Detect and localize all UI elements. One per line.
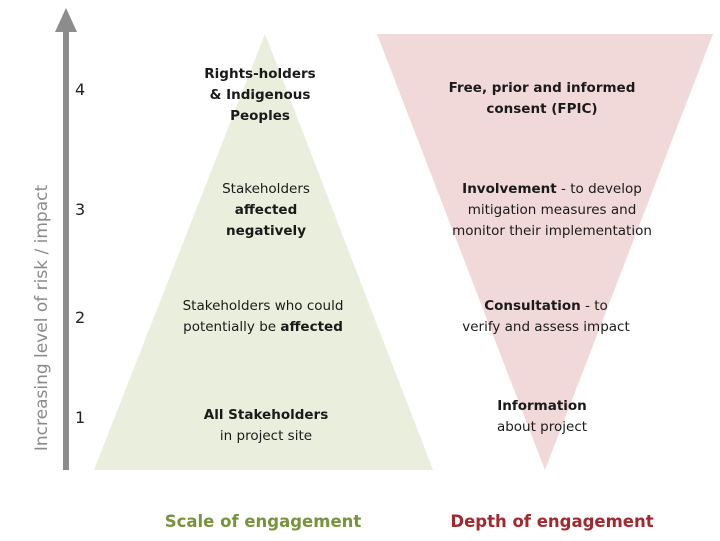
pyramid-level-3-line3: negatively: [225, 223, 306, 239]
pyramid-level-3-line1: Stakeholders: [222, 181, 310, 197]
pyramid-level-2-line2: potentially be affected: [143, 317, 383, 338]
level-number-3: 3: [75, 200, 86, 219]
level-number-1: 1: [75, 408, 86, 427]
scale-of-engagement-title: Scale of engagement: [164, 512, 362, 531]
pyramid-level-2: Stakeholders who could potentially be af…: [143, 296, 383, 338]
inverted-level-3-title: Involvement: [462, 181, 557, 197]
engagement-pyramid: [94, 34, 433, 470]
inverted-level-4-line1: Free, prior and informed: [448, 80, 636, 96]
inverted-level-1-line1: Information: [497, 398, 587, 414]
inverted-level-3-rest: - to develop: [556, 181, 642, 197]
pyramid-level-4-line2: & Indigenous: [209, 87, 311, 103]
pyramid-level-3-line2: affected: [234, 202, 298, 218]
pyramid-level-4-line1: Rights-holders: [204, 66, 316, 82]
engagement-inverted-pyramid: [377, 34, 713, 470]
inverted-level-2: Consultation - to verify and assess impa…: [426, 296, 666, 338]
inverted-level-3-line2: mitigation measures and: [467, 202, 637, 218]
risk-axis-label: Increasing level of risk / impact: [32, 184, 52, 452]
pyramid-level-4: Rights-holders & Indigenous Peoples: [160, 64, 360, 127]
level-number-2: 2: [75, 308, 86, 327]
inverted-level-2-line2: verify and assess impact: [462, 319, 630, 335]
risk-axis-arrowhead-icon: [55, 8, 77, 32]
inverted-level-3-line3: monitor their implementation: [452, 223, 652, 239]
pyramid-level-2-line1: Stakeholders who could: [182, 298, 344, 314]
depth-of-engagement-title: Depth of engagement: [450, 512, 654, 531]
inverted-level-1-line2: about project: [496, 419, 588, 435]
inverted-level-2-line1: Consultation - to: [426, 296, 666, 317]
pyramid-level-1-line2: in project site: [219, 428, 313, 444]
inverted-level-2-title: Consultation: [484, 298, 581, 314]
pyramid-level-4-line3: Peoples: [230, 108, 290, 124]
inverted-level-4: Free, prior and informed consent (FPIC): [422, 78, 662, 120]
level-number-4: 4: [75, 80, 86, 99]
inverted-level-3-line1: Involvement - to develop: [422, 179, 682, 200]
pyramid-level-2-line2-text: potentially be: [183, 319, 281, 335]
inverted-level-2-rest: - to: [580, 298, 608, 314]
pyramid-level-2-line2-emphasis: affected: [280, 319, 343, 335]
inverted-level-1: Information about project: [442, 396, 642, 438]
inverted-level-4-line2: consent (FPIC): [486, 101, 598, 117]
pyramid-level-1: All Stakeholders in project site: [166, 405, 366, 447]
pyramid-level-3: Stakeholders affected negatively: [166, 179, 366, 242]
pyramid-level-1-line1: All Stakeholders: [203, 407, 329, 423]
inverted-level-3: Involvement - to develop mitigation meas…: [422, 179, 682, 242]
